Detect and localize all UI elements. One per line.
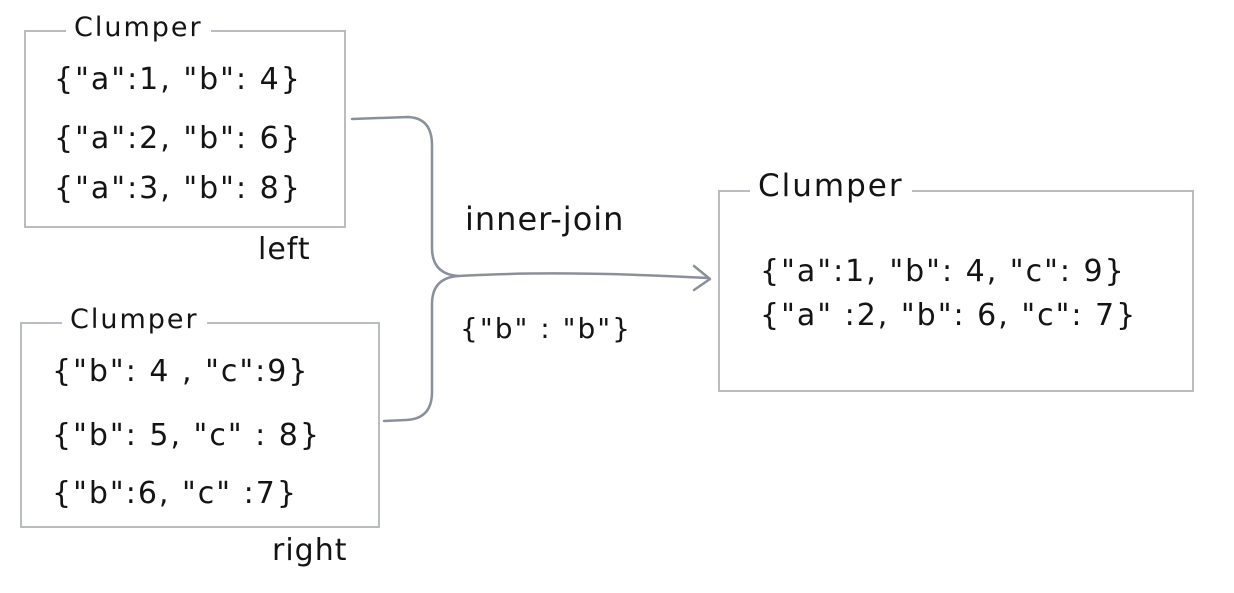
left-clumper-title: Clumper <box>66 11 211 45</box>
right-caption: right <box>272 533 348 568</box>
result-clumper-box: Clumper {"a":1, "b": 4, "c": 9} {"a" :2,… <box>718 169 1194 392</box>
left-clumper-row: {"a":1, "b": 4} <box>54 62 302 97</box>
join-key-label: {"b" : "b"} <box>460 312 632 345</box>
result-clumper-row: {"a" :2, "b": 6, "c": 7} <box>760 298 1138 333</box>
left-clumper-row: {"a":3, "b": 8} <box>54 171 302 206</box>
right-clumper-row: {"b": 4 , "c":9} <box>52 354 310 389</box>
operation-label: inner-join <box>465 200 625 238</box>
result-clumper-title: Clumper <box>750 169 912 203</box>
left-clumper-row: {"a":2, "b": 6} <box>54 121 302 156</box>
upper-brace-path <box>350 115 460 278</box>
right-clumper-row: {"b":6, "c" :7} <box>52 476 298 511</box>
arrow-head-icon <box>692 264 712 292</box>
left-clumper-box: Clumper {"a":1, "b": 4} {"a":2, "b": 6} … <box>24 11 346 228</box>
lower-brace-path <box>382 274 460 423</box>
left-caption: left <box>258 232 311 267</box>
right-clumper-title: Clumper <box>62 303 207 337</box>
right-clumper-box: Clumper {"b": 4 , "c":9} {"b": 5, "c" : … <box>20 303 380 528</box>
arrow-line <box>456 272 710 280</box>
right-clumper-row: {"b": 5, "c" : 8} <box>52 418 321 453</box>
result-clumper-row: {"a":1, "b": 4, "c": 9} <box>760 254 1126 289</box>
